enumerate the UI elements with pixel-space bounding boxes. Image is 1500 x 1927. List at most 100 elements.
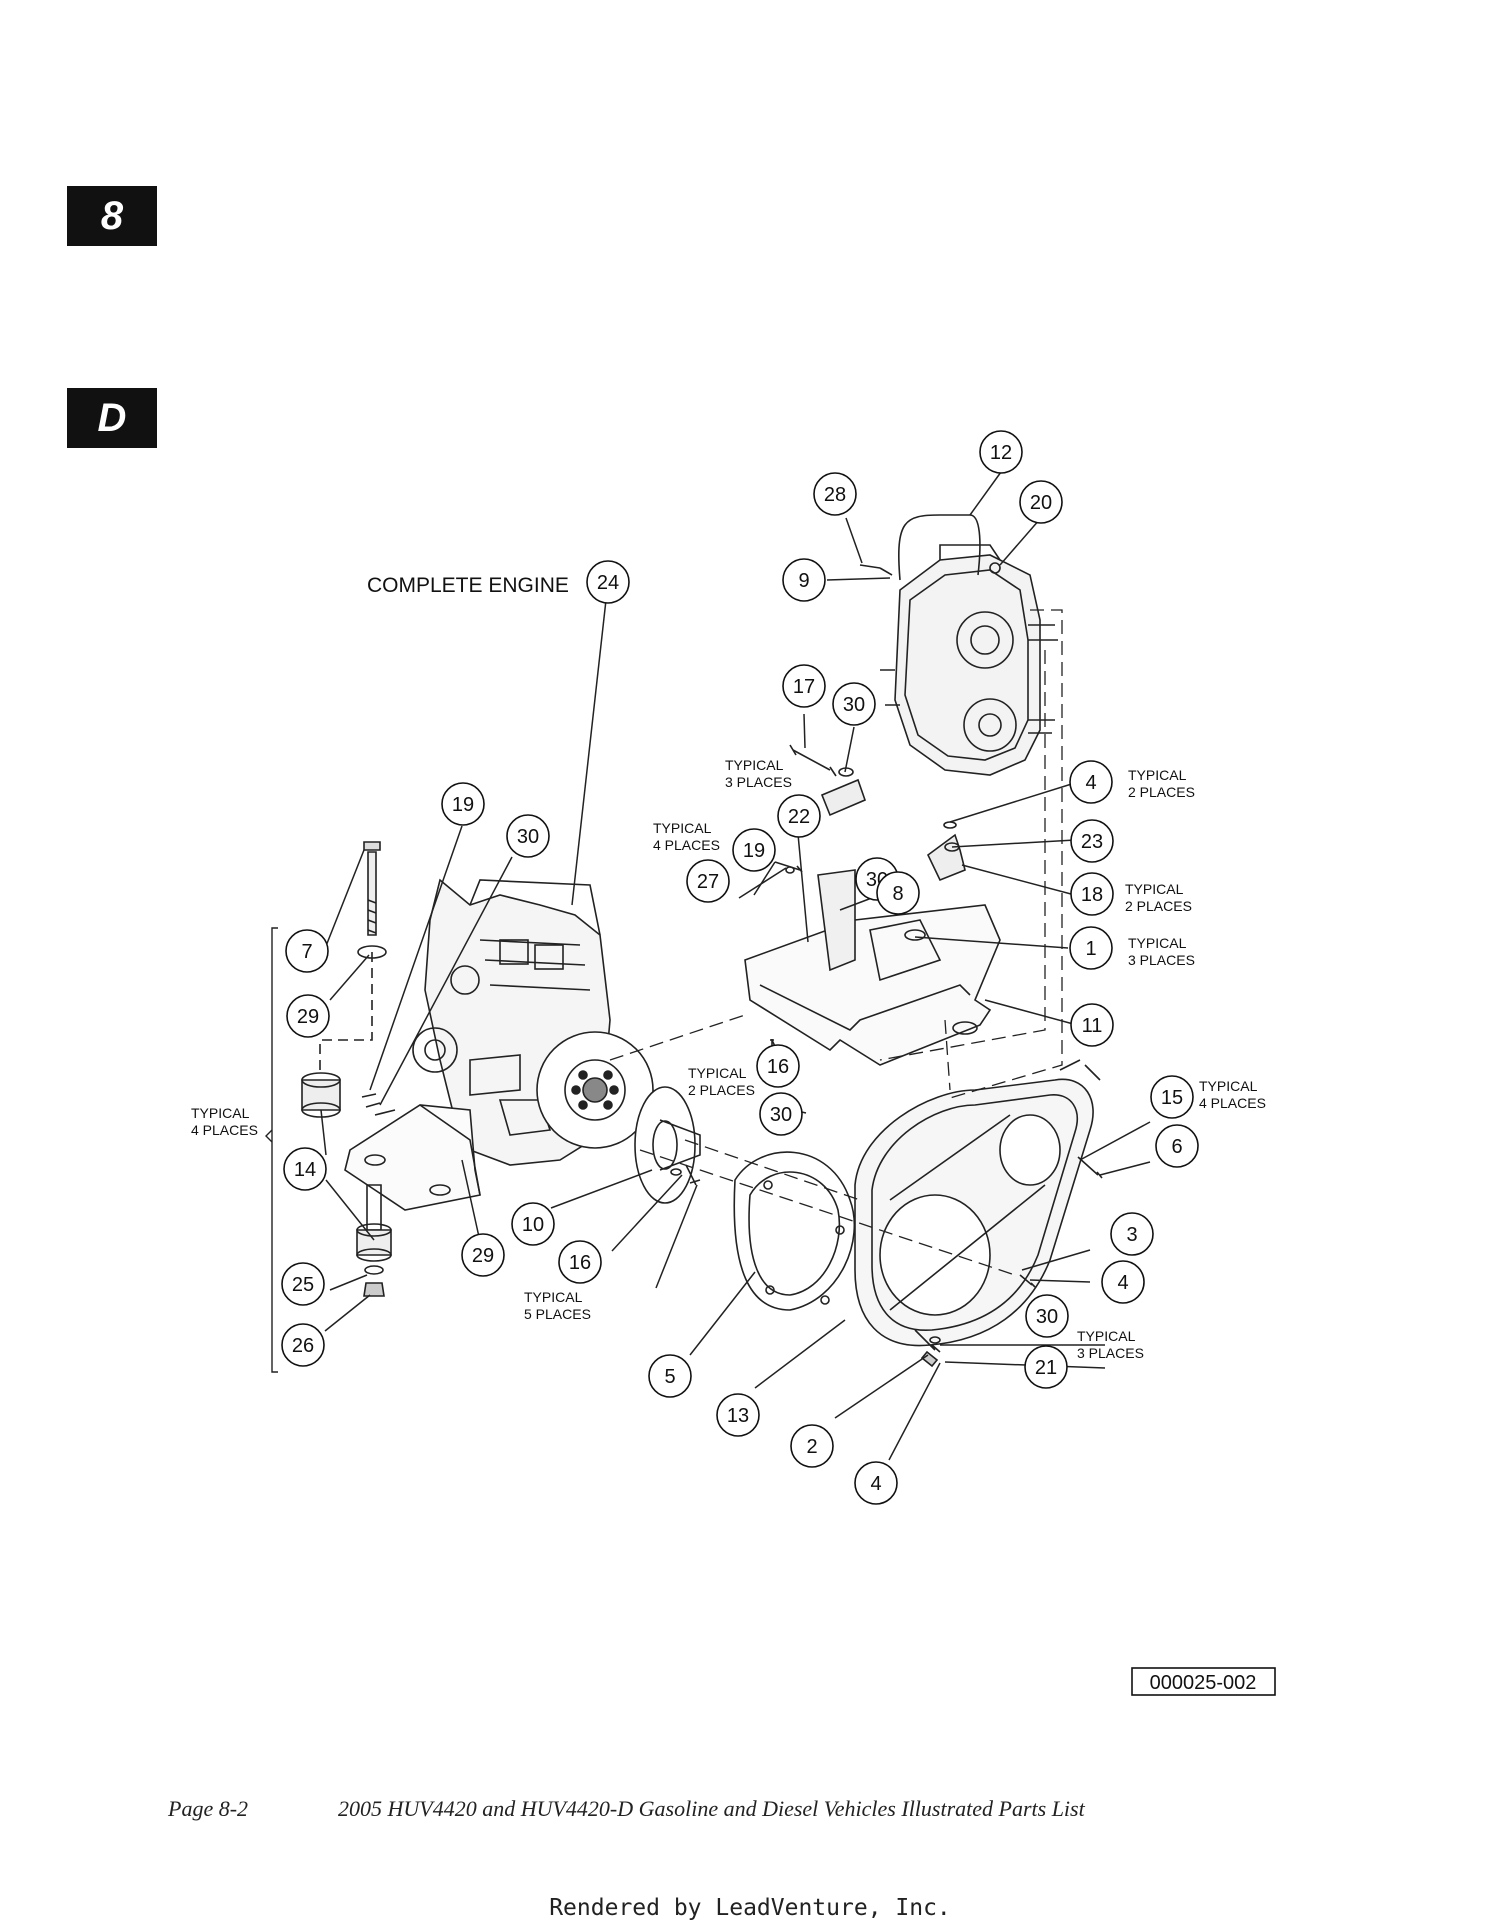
callout-circle xyxy=(1101,1260,1145,1304)
callout-number: 19 xyxy=(743,840,765,862)
callout-number: 24 xyxy=(597,572,619,594)
callout-27: 27 xyxy=(686,859,730,903)
typical-note-line: 5 PLACES xyxy=(524,1306,591,1322)
callout-7: 7 xyxy=(285,929,329,973)
callout-number: 3 xyxy=(1126,1224,1137,1246)
callout-circle xyxy=(281,1323,325,1367)
callout-number: 26 xyxy=(292,1335,314,1357)
callout-number: 30 xyxy=(1036,1306,1058,1328)
callout-30: 30 xyxy=(1025,1294,1069,1338)
callout-18: 18 xyxy=(1070,872,1114,916)
callout-25: 25 xyxy=(281,1262,325,1306)
callout-number: 9 xyxy=(798,570,809,592)
callout-16: 16 xyxy=(756,1044,800,1088)
callout-number: 28 xyxy=(824,484,846,506)
callout-23: 23 xyxy=(1070,819,1114,863)
callout-circle xyxy=(586,560,630,604)
engine-cradle xyxy=(744,869,1001,1066)
callout-number: 30 xyxy=(770,1104,792,1126)
callout-circle xyxy=(1069,926,1113,970)
typical-note-line: TYPICAL xyxy=(1199,1078,1258,1094)
callout-number: 4 xyxy=(1117,1272,1128,1294)
typical-note-line: TYPICAL xyxy=(688,1065,747,1081)
callout-number: 6 xyxy=(1171,1136,1182,1158)
callout-circle xyxy=(511,1202,555,1246)
callout-circle xyxy=(648,1354,692,1398)
callout-24: 24 xyxy=(586,560,630,604)
typical-note-line: TYPICAL xyxy=(725,757,784,773)
callout-number: 14 xyxy=(294,1159,316,1181)
callout-4: 4 xyxy=(1069,760,1113,804)
callout-number: 7 xyxy=(301,941,312,963)
callout-number: 18 xyxy=(1081,884,1103,906)
callout-number: 12 xyxy=(990,442,1012,464)
callout-circle xyxy=(285,929,329,973)
callout-circle xyxy=(979,430,1023,474)
mount-hardware-stack xyxy=(301,841,392,1297)
callout-16: 16 xyxy=(558,1240,602,1284)
callout-circle xyxy=(1110,1212,1154,1256)
typical-note-line: TYPICAL xyxy=(1077,1328,1136,1344)
callout-number: 29 xyxy=(297,1006,319,1028)
callout-number: 8 xyxy=(892,883,903,905)
typical-note-line: 4 PLACES xyxy=(653,837,720,853)
callout-circle xyxy=(1069,760,1113,804)
callout-22: 22 xyxy=(777,794,821,838)
callout-circle xyxy=(506,814,550,858)
callout-circle xyxy=(782,558,826,602)
callout-6: 6 xyxy=(1155,1124,1199,1168)
typical-note-line: 4 PLACES xyxy=(1199,1095,1266,1111)
callout-circle xyxy=(283,1147,327,1191)
callout-number: 4 xyxy=(1085,772,1096,794)
adapter-plate xyxy=(733,1151,855,1311)
section-tab-8: 8 xyxy=(67,186,157,246)
callout-circle xyxy=(759,1092,803,1136)
callout-number: 17 xyxy=(793,676,815,698)
callout-number: 20 xyxy=(1030,492,1052,514)
engine-mount-bracket xyxy=(344,1104,481,1211)
callout-circle xyxy=(686,859,730,903)
typical-note-line: TYPICAL xyxy=(653,820,712,836)
callout-circle xyxy=(1070,819,1114,863)
callout-number: 29 xyxy=(472,1245,494,1267)
callout-circle xyxy=(756,1044,800,1088)
callout-number: 16 xyxy=(767,1056,789,1078)
callout-2: 2 xyxy=(790,1424,834,1468)
callout-number: 16 xyxy=(569,1252,591,1274)
bolts xyxy=(361,861,1103,1368)
callout-circle xyxy=(777,794,821,838)
section-tab-d: D xyxy=(67,388,157,448)
callout-circle xyxy=(286,994,330,1038)
drawing-number: 000025-002 xyxy=(1150,1672,1257,1694)
typical-note-line: 2 PLACES xyxy=(688,1082,755,1098)
callout-circle xyxy=(1070,1003,1114,1047)
rendered-by: Rendered by LeadVenture, Inc. xyxy=(549,1895,951,1921)
callout-21: 21 xyxy=(1024,1345,1068,1389)
callout-number: 22 xyxy=(788,806,810,828)
callout-number: 19 xyxy=(452,794,474,816)
typical-note-line: TYPICAL xyxy=(524,1289,583,1305)
belt-housing xyxy=(854,1059,1101,1347)
typical-note-line: TYPICAL xyxy=(1128,935,1187,951)
callout-number: 23 xyxy=(1081,831,1103,853)
callout-11: 11 xyxy=(1070,1003,1114,1047)
callout-number: 21 xyxy=(1035,1357,1057,1379)
callout-circle xyxy=(876,871,920,915)
callout-30: 30 xyxy=(506,814,550,858)
callout-13: 13 xyxy=(716,1393,760,1437)
callout-19: 19 xyxy=(732,828,776,872)
callout-9: 9 xyxy=(782,558,826,602)
callout-number: 2 xyxy=(806,1436,817,1458)
callout-number: 25 xyxy=(292,1274,314,1296)
callout-15: 15 xyxy=(1150,1075,1194,1119)
typical-note-line: 3 PLACES xyxy=(1077,1345,1144,1361)
callout-4: 4 xyxy=(1101,1260,1145,1304)
